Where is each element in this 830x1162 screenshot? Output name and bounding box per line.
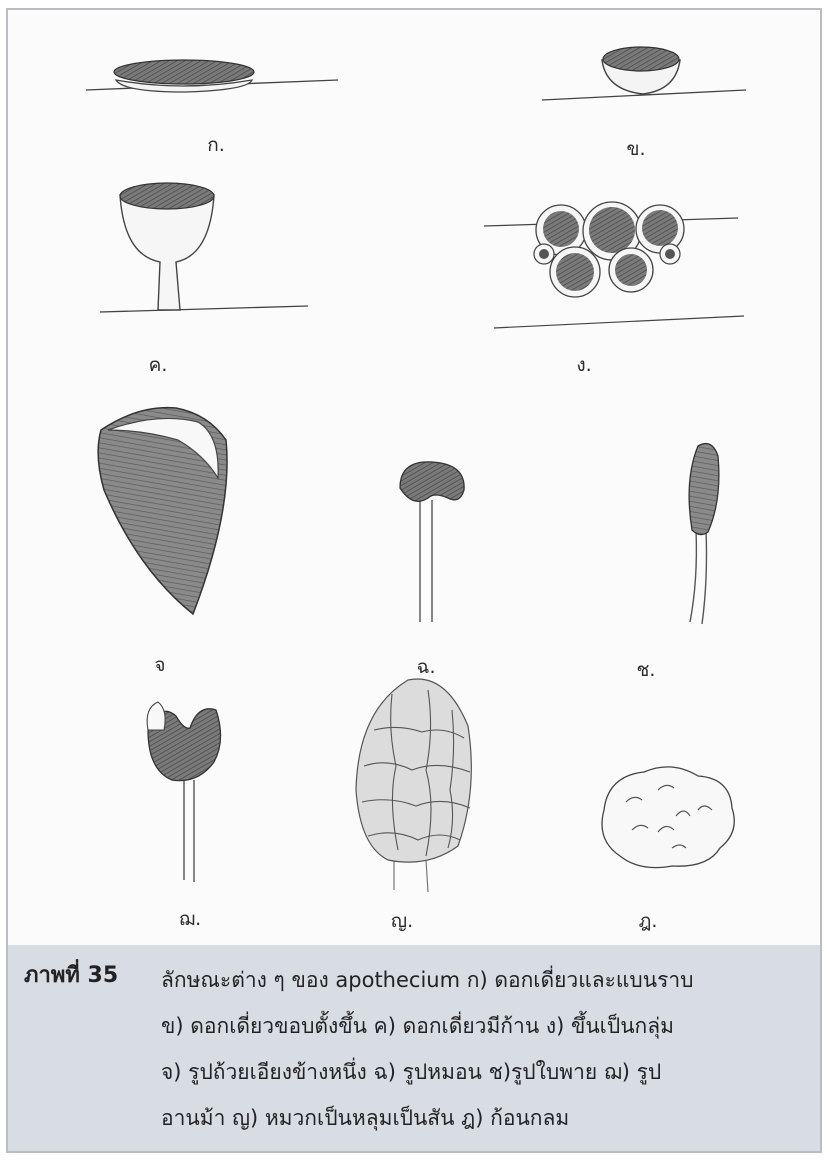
label-h: ฌ. [150, 904, 230, 934]
label-j: ฎ. [608, 906, 688, 936]
drawing-clustered [484, 202, 744, 328]
caption-title: ภาพที่ 35 [24, 957, 118, 992]
caption-line: ข) ดอกเดี่ยวขอบตั้งขึ้น ค) ดอกเดี่ยวมีก้… [161, 1003, 811, 1049]
drawing-morel [356, 679, 471, 892]
figure-caption: ภาพที่ 35 ลักษณะต่าง ๆ ของ apothecium ก)… [8, 945, 820, 1151]
drawing-flat-disc [86, 60, 338, 92]
drawing-tilted-cup [98, 408, 227, 614]
label-b: ข. [596, 134, 676, 164]
figure-drawings [8, 10, 820, 945]
drawing-spatulate [689, 444, 719, 624]
drawing-raised-cup [542, 47, 746, 100]
drawing-saddle [147, 702, 220, 882]
drawing-cushion [400, 462, 464, 622]
caption-line: จ) รูปถ้วยเอียงข้างหนึ่ง ฉ) รูปหมอน ช)รู… [161, 1049, 811, 1095]
label-e: จ [120, 650, 200, 680]
label-i: ญ. [362, 906, 442, 936]
apothecium-figure: ก. ข. ค. ง. จ ฉ. ช. ฌ. ญ. ฎ. [8, 10, 820, 945]
drawing-stalked-cup [100, 183, 308, 312]
label-d: ง. [544, 350, 624, 380]
label-a: ก. [176, 130, 256, 160]
label-g: ช. [606, 655, 686, 685]
caption-text: ลักษณะต่าง ๆ ของ apothecium ก) ดอกเดี่ยว… [161, 957, 811, 1141]
caption-line: ลักษณะต่าง ๆ ของ apothecium ก) ดอกเดี่ยว… [161, 957, 811, 1003]
drawing-globose [602, 767, 734, 868]
label-c: ค. [118, 350, 198, 380]
page-frame: ก. ข. ค. ง. จ ฉ. ช. ฌ. ญ. ฎ. ภาพที่ 35 ล… [6, 8, 822, 1153]
label-f: ฉ. [386, 652, 466, 682]
caption-line: อานม้า ญ) หมวกเป็นหลุมเป็นสัน ฎ) ก้อนกลม [161, 1095, 811, 1141]
